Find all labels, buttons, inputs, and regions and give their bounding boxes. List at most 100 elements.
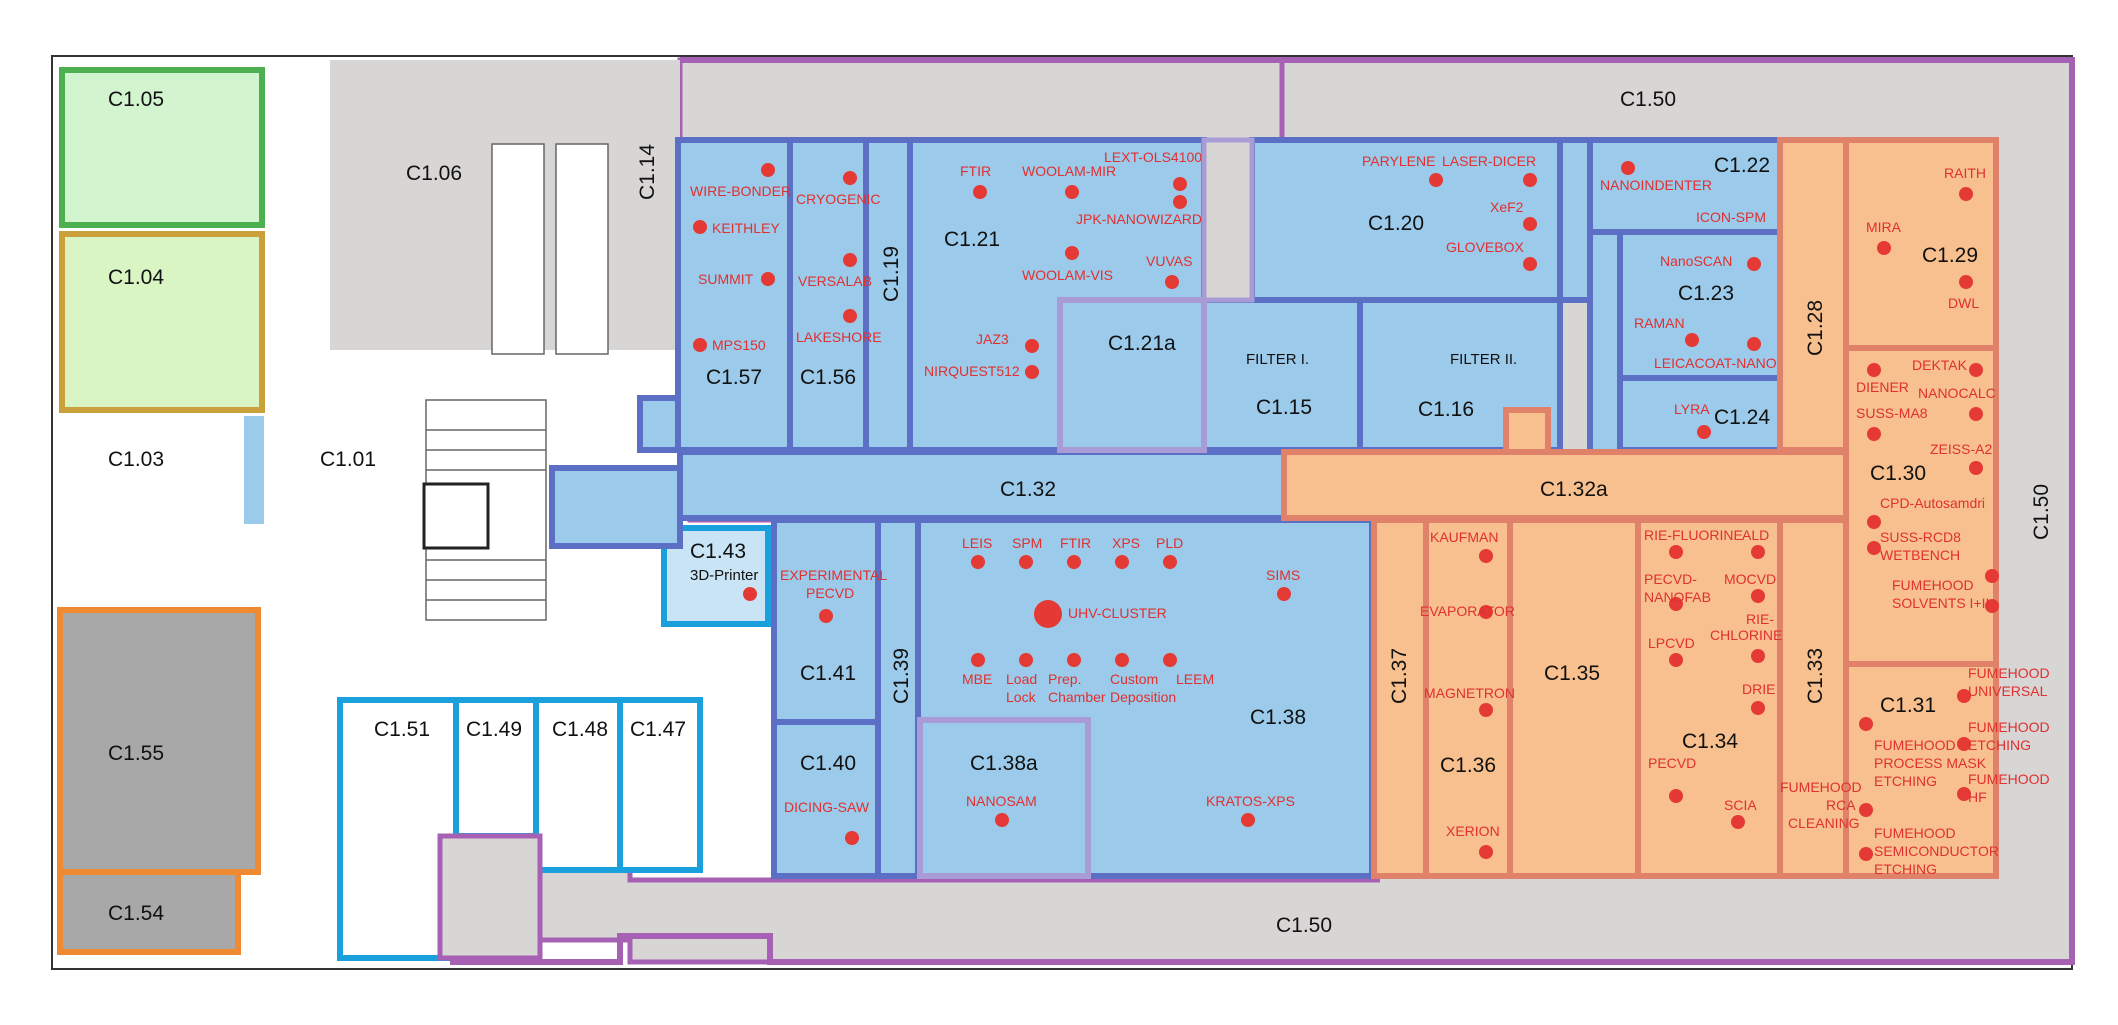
room-c115[interactable]	[1201, 297, 1363, 453]
room-label-c116: C1.16	[1418, 398, 1474, 421]
equipment-dot	[1697, 425, 1711, 439]
equipment-label: MOCVD	[1724, 571, 1776, 587]
room-c124[interactable]	[1617, 375, 1783, 453]
equipment-dot	[1985, 599, 1999, 613]
room-c151[interactable]	[337, 697, 459, 961]
room-label-c156: C1.56	[800, 366, 856, 389]
room-c104[interactable]	[59, 231, 265, 413]
equipment-label: ICON-SPM	[1696, 209, 1766, 225]
equipment-label: PARYLENE	[1362, 153, 1435, 169]
room-c147[interactable]	[617, 697, 703, 873]
equipment-label: FUMEHOOD	[1874, 825, 1956, 841]
room-label-c131: C1.31	[1880, 694, 1936, 717]
room-c121a[interactable]	[1057, 297, 1207, 453]
room-label-c141: C1.41	[800, 662, 856, 685]
room-labels: C1.50 C1.50 C1.50 C1.05 C1.04 C1.03 C1.0…	[108, 88, 2053, 937]
equipment-dot	[1479, 845, 1493, 859]
room-c134[interactable]	[1635, 517, 1783, 879]
room-c131[interactable]	[1843, 661, 1999, 879]
equipment-dot	[1669, 789, 1683, 803]
equipment-label: MBE	[962, 671, 992, 687]
equipment-dot	[693, 338, 707, 352]
equipment-dot	[971, 555, 985, 569]
equipment-label: SEMICONDUCTOR	[1874, 843, 1999, 859]
room-label-c119: C1.19	[880, 246, 903, 302]
room-c135[interactable]	[1507, 517, 1641, 879]
equipment-dot	[1165, 275, 1179, 289]
equipment-label: PECVD	[806, 585, 854, 601]
equipment-label: FTIR	[1060, 535, 1091, 551]
equipment-dot	[1751, 701, 1765, 715]
equipment-label: LEXT-OLS4100	[1104, 149, 1202, 165]
equipment-label: RCA	[1826, 797, 1856, 813]
equipment-dot	[1751, 545, 1765, 559]
room-label-c122: C1.22	[1714, 154, 1770, 177]
room-label-c135: C1.35	[1544, 662, 1600, 685]
room-c137[interactable]	[1371, 517, 1429, 879]
equipment-label: XPS	[1112, 535, 1140, 551]
equipment-dot	[971, 653, 985, 667]
room-label-c124: C1.24	[1714, 406, 1770, 429]
equipment-dot	[1669, 653, 1683, 667]
room-c155[interactable]	[57, 607, 261, 875]
equipment-dot	[1067, 653, 1081, 667]
equipment-label: VUVAS	[1146, 253, 1192, 269]
room-label-c150-top: C1.50	[1620, 88, 1676, 111]
equipment-dot	[1969, 363, 1983, 377]
equipment-label: MPS150	[712, 337, 766, 353]
equipment-dot	[1065, 185, 1079, 199]
equipment-dot	[1277, 587, 1291, 601]
room-label-c133: C1.33	[1804, 648, 1827, 704]
equipment-dot	[1019, 653, 1033, 667]
equipment-dot	[1669, 545, 1683, 559]
equipment-label: CRYOGENIC	[796, 191, 881, 207]
room-c132[interactable]	[677, 449, 1289, 521]
room-label-c138: C1.38	[1250, 706, 1306, 729]
room-label-c114: C1.14	[636, 144, 659, 200]
equipment-label: FUMEHOOD	[1968, 771, 2050, 787]
equipment-dot	[1859, 803, 1873, 817]
equipment-dot	[1877, 241, 1891, 255]
equipment-dot	[1065, 246, 1079, 260]
room-c128[interactable]	[1777, 137, 1849, 453]
equipment-dot	[1115, 653, 1129, 667]
equipment-label: DICING-SAW	[784, 799, 870, 815]
equipment-label: LPCVD	[1648, 635, 1695, 651]
room-c105[interactable]	[59, 67, 265, 228]
equipment-label: FUMEHOOD	[1874, 737, 1956, 753]
room-c156[interactable]	[787, 137, 869, 453]
room-label-c151: C1.51	[374, 718, 430, 741]
room-label-c143: C1.43	[690, 540, 746, 563]
room-label-c140: C1.40	[800, 752, 856, 775]
purple-outline	[450, 57, 2075, 965]
room-c120[interactable]	[1249, 137, 1563, 303]
equipment-dot	[1859, 847, 1873, 861]
cyan-rooms	[337, 525, 771, 961]
equipment-dot	[1621, 161, 1635, 175]
equipment-label: PLD	[1156, 535, 1183, 551]
room-label-c132: C1.32	[1000, 478, 1056, 501]
room-c148[interactable]	[533, 697, 623, 873]
equipment-dot-large	[1034, 600, 1062, 628]
room-label-c129: C1.29	[1922, 244, 1978, 267]
equipment-dot	[1523, 257, 1537, 271]
equipment-label: LAKESHORE	[796, 329, 882, 345]
c121-gap	[1201, 137, 1255, 303]
room-c154[interactable]	[57, 869, 241, 955]
room-c136[interactable]	[1423, 517, 1513, 879]
c132a-notch	[1503, 407, 1551, 455]
equipment-label: KAUFMAN	[1430, 529, 1498, 545]
equipment-label: GLOVEBOX	[1446, 239, 1524, 255]
room-label-c150-bottom: C1.50	[1276, 914, 1332, 937]
room-c138a[interactable]	[917, 717, 1091, 879]
equipment-dots	[693, 161, 1999, 861]
equipment-label: Load	[1006, 671, 1037, 687]
equipment-label: DWL	[1948, 295, 1979, 311]
equipment-label: MIRA	[1866, 219, 1902, 235]
room-c133[interactable]	[1777, 517, 1849, 879]
c123-strip	[1587, 229, 1623, 455]
equipment-label: CLEANING	[1788, 815, 1860, 831]
room-label-c128: C1.28	[1804, 300, 1827, 356]
room-c149[interactable]	[453, 697, 539, 839]
equipment-label: JPK-NANOWIZARD	[1076, 211, 1202, 227]
